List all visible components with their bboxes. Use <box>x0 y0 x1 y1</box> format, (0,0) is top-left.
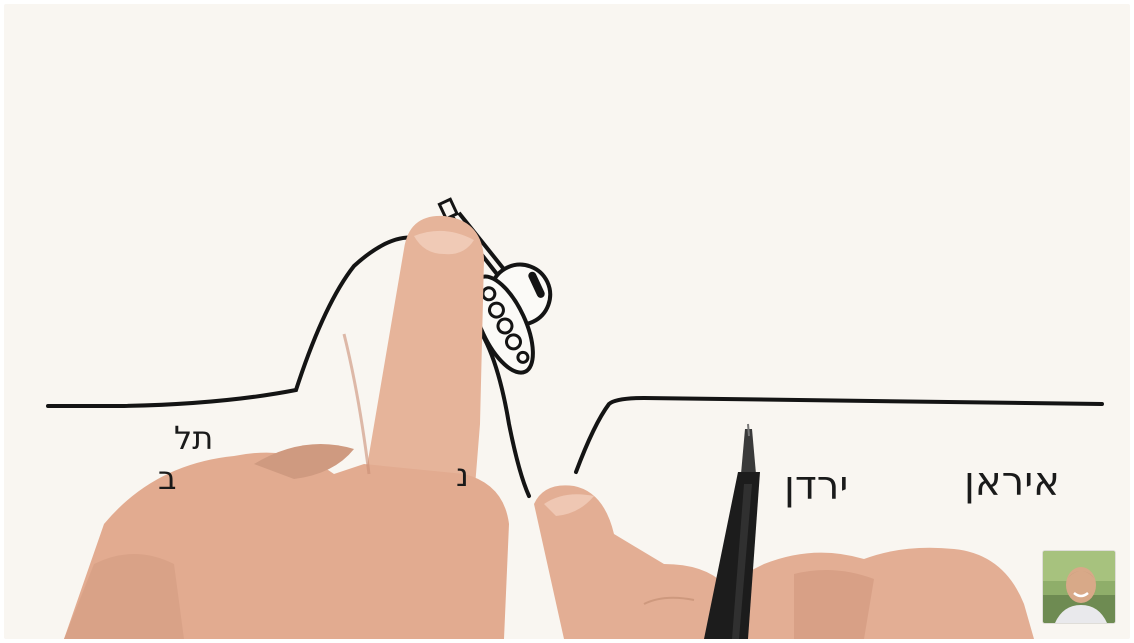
label-iran: איראן <box>964 462 1060 502</box>
pointing-hand <box>64 216 509 639</box>
avatar-image <box>1043 551 1115 623</box>
label-tel-aviv-line2: ב <box>158 462 177 494</box>
video-frame: איראן ירדן תל ב נ <box>4 4 1130 639</box>
label-tel-aviv-line1: תל <box>174 422 213 454</box>
whiteboard-drawing <box>4 4 1130 639</box>
presenter-avatar-thumbnail[interactable] <box>1043 551 1115 623</box>
label-jordan: ירדן <box>784 466 848 506</box>
label-partial-hidden: נ <box>456 459 469 491</box>
